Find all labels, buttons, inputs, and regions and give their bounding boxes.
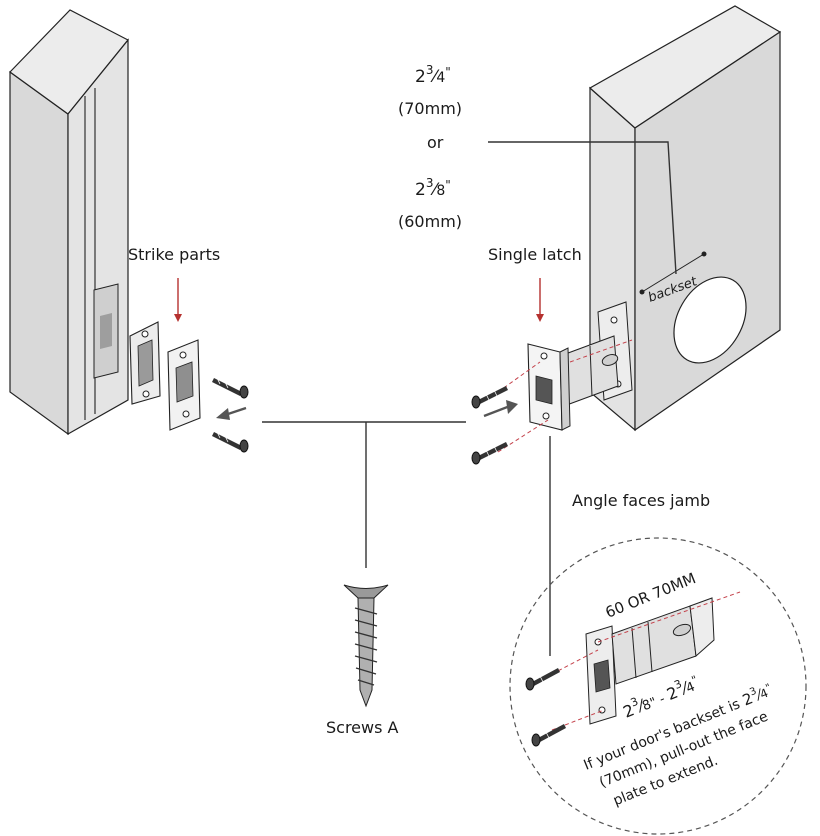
detail-screw-lower [531, 724, 566, 747]
latch-assembly [527, 301, 633, 431]
strike-parts-label: Strike parts [128, 245, 220, 264]
detail-latch [585, 597, 715, 725]
backset-or: or [427, 133, 444, 152]
arrow-left-icon [216, 406, 247, 420]
backset-value-a: 23⁄4" [415, 63, 451, 87]
angle-faces-jamb-label: Angle faces jamb [572, 491, 710, 510]
latch-screw-lower [471, 442, 508, 465]
backset-mm-b: (60mm) [398, 212, 462, 231]
arrow-right-icon [483, 400, 518, 418]
svg-text:23⁄4": 23⁄4" [415, 63, 451, 87]
screws-a-label: Screws A [326, 718, 399, 737]
strike-screw-upper [212, 375, 249, 399]
backset-mm-a: (70mm) [398, 99, 462, 118]
backset-leader [488, 141, 677, 275]
svg-text:23⁄8": 23⁄8" [415, 176, 451, 200]
latch-screw-upper [471, 386, 508, 409]
latch-guide-axis [569, 339, 633, 363]
backset-value-b: 23⁄8" [415, 176, 451, 200]
detail-guide-upper [551, 649, 599, 675]
bore-hole [673, 276, 747, 364]
single-latch-label: Single latch [488, 245, 582, 264]
strike-plate [167, 339, 201, 431]
strike-screw-lower [212, 429, 249, 453]
detail-circle [509, 537, 807, 835]
latch-red-arrow [536, 278, 544, 322]
door-jamb [9, 9, 129, 436]
strike-box [129, 321, 161, 405]
strike-red-arrow [174, 278, 182, 322]
screw-a [343, 584, 389, 708]
detail-screw-upper [525, 668, 560, 691]
